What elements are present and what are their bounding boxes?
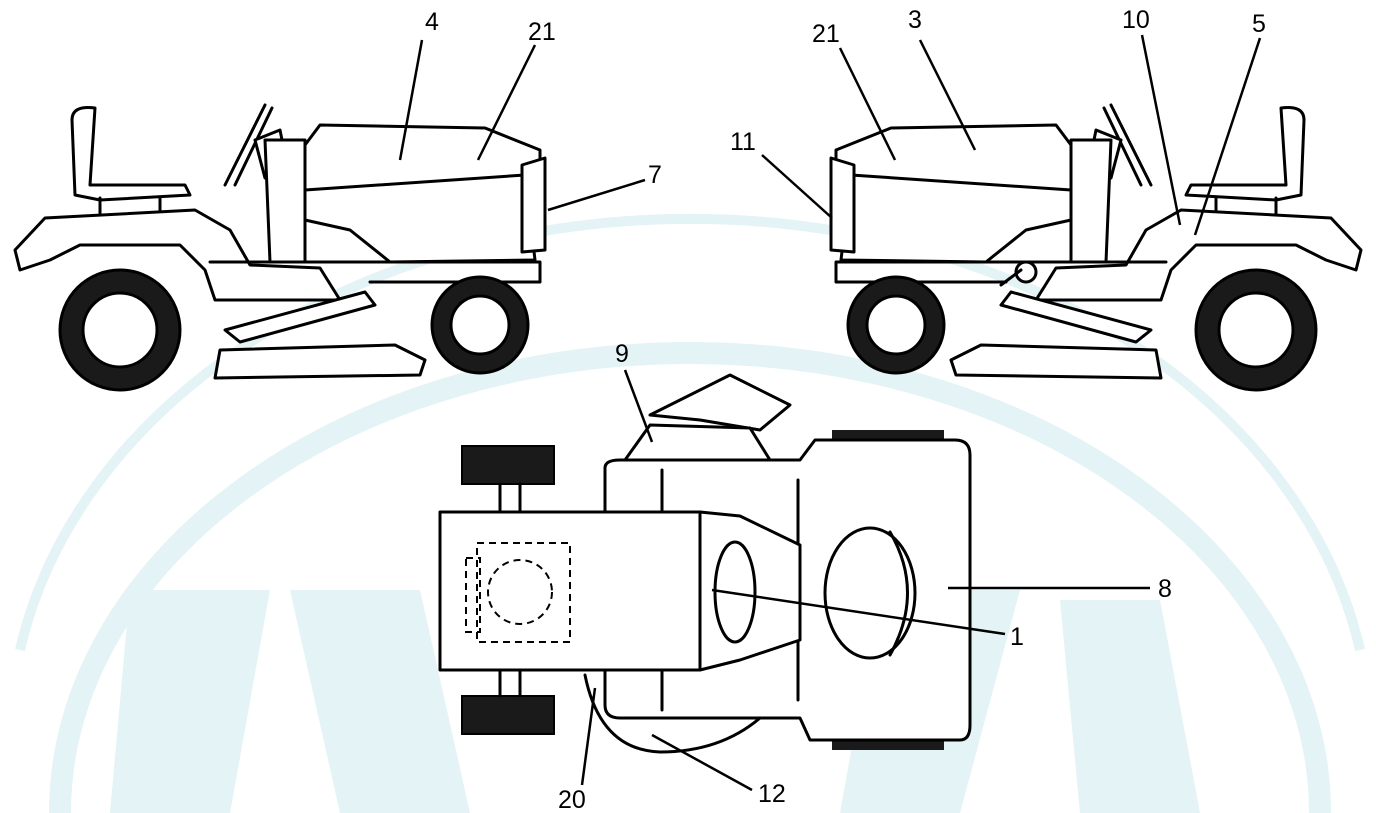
label-5: 5	[1252, 10, 1266, 38]
label-9: 9	[615, 340, 629, 368]
watermark	[15, 213, 1365, 813]
leader-lines	[398, 34, 1262, 792]
label-11: 11	[730, 128, 756, 156]
top-view	[438, 373, 972, 754]
label-12: 12	[758, 780, 786, 808]
label-8: 8	[1158, 575, 1172, 603]
right-side-view	[829, 103, 1363, 392]
label-7: 7	[648, 161, 662, 189]
left-side-view	[13, 103, 547, 392]
label-4: 4	[425, 8, 439, 36]
label-20: 20	[558, 786, 586, 813]
label-3: 3	[908, 6, 922, 34]
label-1: 1	[1010, 623, 1024, 651]
label-21-right: 21	[812, 20, 840, 48]
callout-labels: 4 21 7 21 3 10 5 11 9 8 1 20 12	[425, 6, 1266, 813]
label-10: 10	[1122, 6, 1150, 34]
label-21-left: 21	[528, 18, 556, 46]
